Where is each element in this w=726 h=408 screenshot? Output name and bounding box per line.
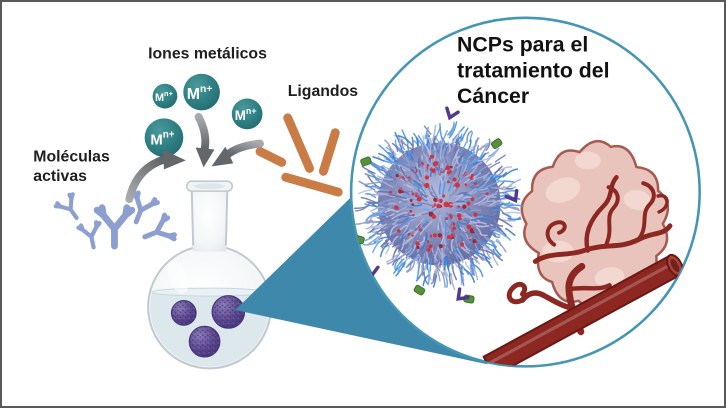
nanosphere-icon xyxy=(211,295,246,329)
metal-ion-label: Mn+ xyxy=(155,89,174,104)
round-bottom-flask-icon xyxy=(147,180,272,370)
metal-ion-icon: Mn+ xyxy=(152,83,178,109)
antibody-icon xyxy=(131,190,160,225)
merge-arrows-group xyxy=(125,112,264,204)
antibody-icon xyxy=(76,220,102,250)
metal-ion-icon: Mn+ xyxy=(183,73,220,111)
merge-arrow-icon xyxy=(194,112,215,168)
metal-ion-label: Mn+ xyxy=(187,84,213,103)
metal-ion-label: Mn+ xyxy=(150,130,174,149)
flask-nanospheres xyxy=(170,295,246,358)
active-molecules-label-line2: activas xyxy=(33,168,87,185)
nanosphere-icon xyxy=(188,325,221,358)
nanoparticle-icon xyxy=(353,106,524,304)
tumor-vasculature-icon xyxy=(506,139,673,336)
metal-ions-label: Iones metálicos xyxy=(148,45,267,62)
active-molecules-label-line1: Moléculas xyxy=(33,148,110,165)
merge-arrow-icon xyxy=(125,149,186,204)
magnifier-title: NCPs para el tratamiento del Cáncer xyxy=(457,33,614,108)
merge-arrow-icon xyxy=(211,139,264,167)
ligand-rod-icon xyxy=(318,128,340,176)
antibody-icon xyxy=(93,204,136,250)
metal-ions-group: Mn+ Mn+ Mn+ Mn+ xyxy=(144,73,263,157)
metal-ion-icon: Mn+ xyxy=(144,118,184,157)
ligand-rod-icon xyxy=(255,147,287,167)
glass-highlight xyxy=(167,261,189,294)
ligand-rod-icon xyxy=(281,172,343,197)
metal-ion-icon: Mn+ xyxy=(231,98,263,130)
ligands-label: Ligandos xyxy=(288,83,359,100)
antibody-icon xyxy=(142,212,177,242)
antibodies-group xyxy=(53,190,177,250)
nanosphere-icon xyxy=(170,300,197,326)
ligands-group xyxy=(255,113,343,197)
ligand-rod-icon xyxy=(283,113,314,173)
metal-ion-label: Mn+ xyxy=(235,106,257,123)
antibody-icon xyxy=(53,192,79,220)
flask-neck xyxy=(191,189,228,252)
